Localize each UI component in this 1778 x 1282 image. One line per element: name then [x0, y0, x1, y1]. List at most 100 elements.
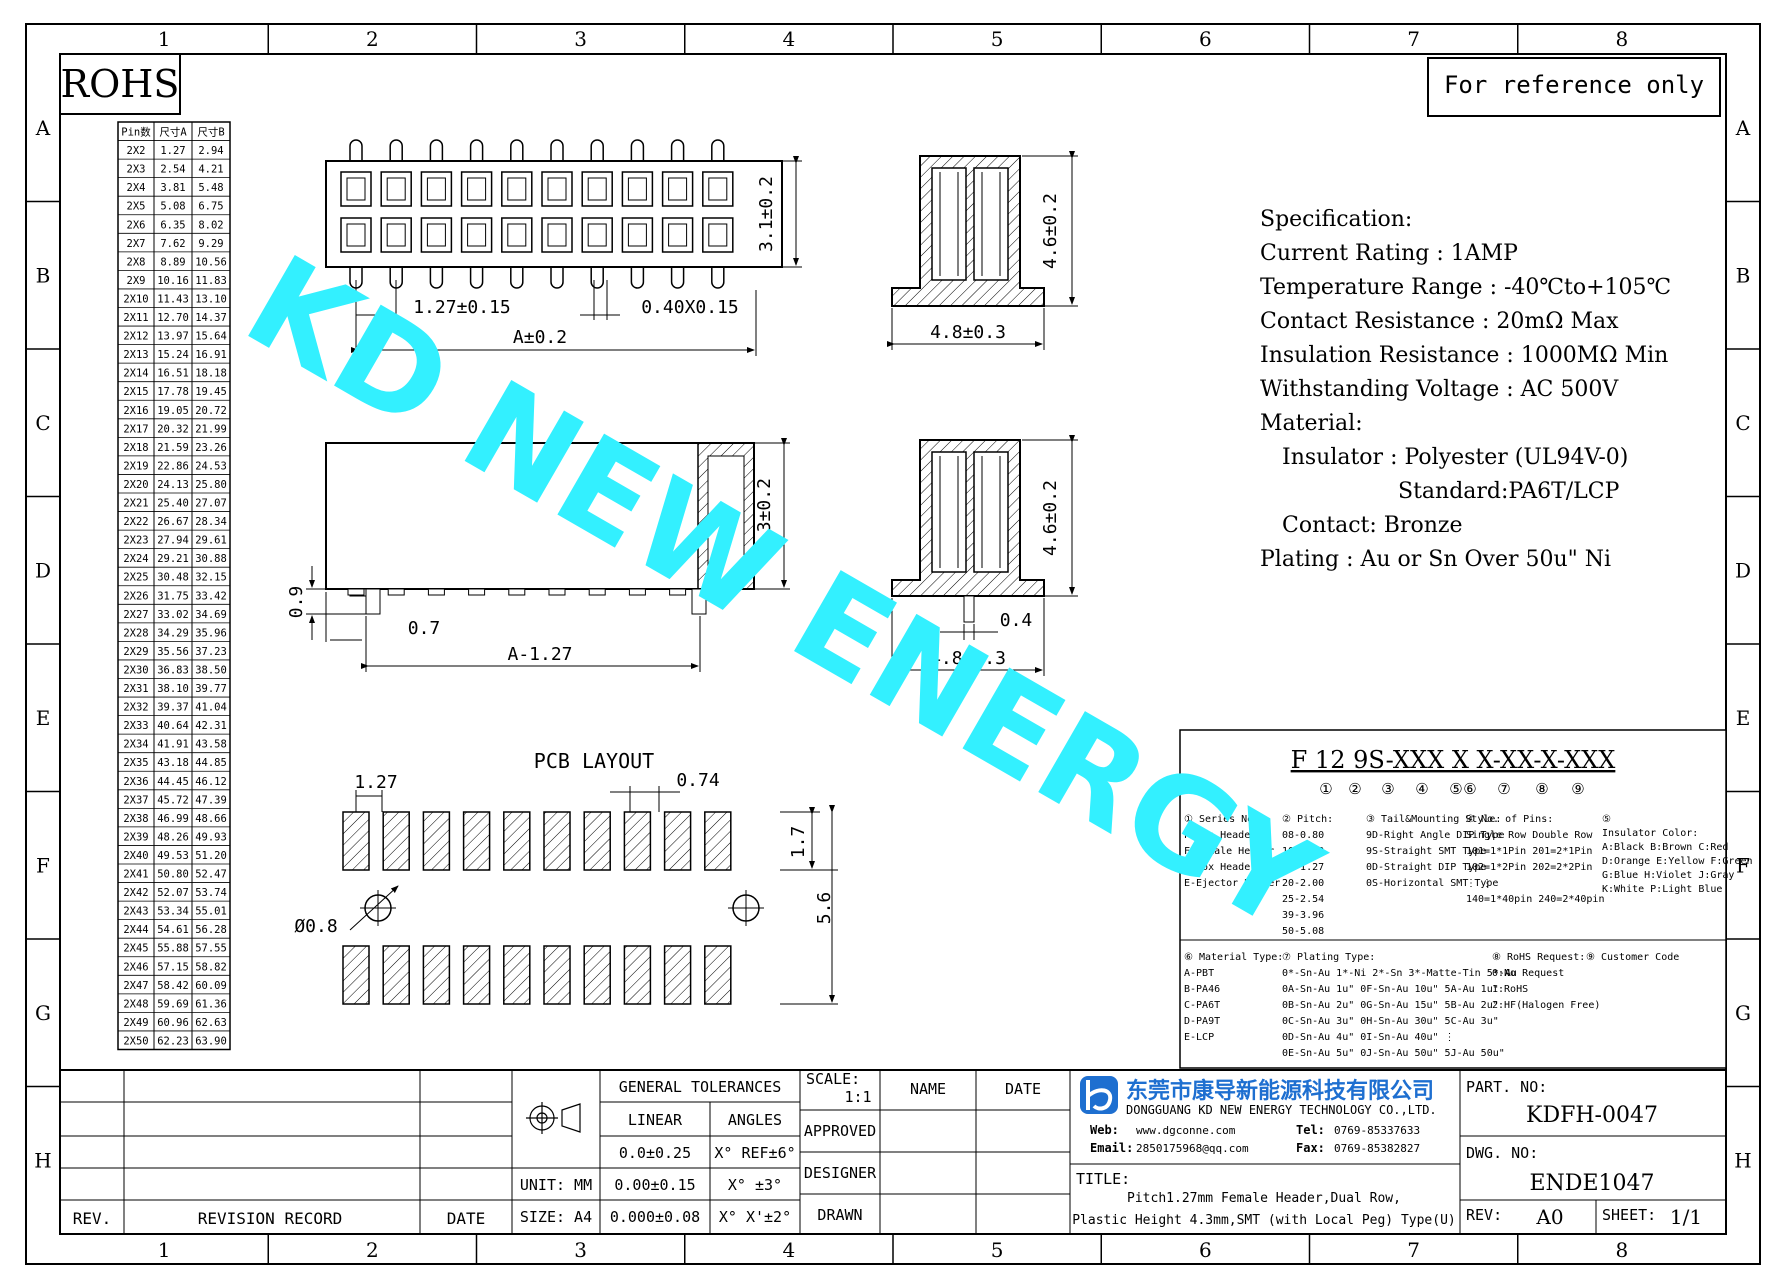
pin-table-cell: 2X45	[123, 943, 148, 955]
rohs-label: ROHS	[61, 62, 180, 106]
row-span-dim: 5.6	[814, 892, 835, 925]
pin-table-cell: 11.83	[195, 275, 227, 287]
legend-style: ③ Tail&Mounting Style:	[1366, 814, 1501, 825]
pin-table-cell: 28.34	[195, 516, 227, 528]
part-code: F 12 9S-XXX X X-XX-X-XXX	[1291, 746, 1616, 774]
front-height-dim: 4.3±0.2	[754, 478, 775, 554]
rev-label: REV:	[1466, 1206, 1502, 1224]
legend-rohs: ⑧ RoHS Request:	[1492, 952, 1585, 963]
pin-table-cell: 2X24	[123, 553, 148, 565]
legend-material: C-PA6T	[1184, 1000, 1220, 1011]
pin-table-cell: 43.18	[157, 757, 189, 769]
zone-row-right-C: C	[1735, 411, 1750, 435]
pin-table-cell: 59.69	[157, 998, 189, 1010]
legend-pins: ④ No. of Pins:	[1466, 814, 1553, 825]
zone-col-top-7: 7	[1407, 27, 1420, 51]
legend-plating: 0B-Sn-Au 2u" 0G-Sn-Au 15u" 5B-Au 2u"	[1282, 1000, 1499, 1011]
sheet-label: SHEET:	[1602, 1206, 1656, 1224]
pad-height-dim: 1.7	[788, 826, 809, 859]
general-tolerances: GENERAL TOLERANCES	[619, 1078, 782, 1096]
zone-row-left-H: H	[34, 1148, 51, 1172]
zone-col-bottom-7: 7	[1407, 1238, 1420, 1262]
pcb-pitch-dim: 1.27	[354, 772, 397, 793]
pin-table-cell: 23.26	[195, 442, 227, 454]
zone-row-right-B: B	[1736, 263, 1751, 287]
legend-series: B-Box Header	[1184, 862, 1256, 873]
peg-span-dim: A-1.27	[507, 644, 572, 665]
zone-col-bottom-8: 8	[1616, 1238, 1629, 1262]
legend-pins: 101=1*1Pin 201=2*1Pin	[1466, 846, 1592, 857]
pin-table-cell: 2X17	[123, 423, 148, 435]
part-no-label: PART. NO:	[1466, 1078, 1547, 1096]
tol-linear-1: 0.0±0.25	[619, 1144, 691, 1162]
pin-table-cell: 2X12	[123, 331, 148, 343]
pin-table-cell: 57.55	[195, 943, 227, 955]
pin-table-cell: 21.99	[195, 423, 227, 435]
pin-table-cell: 54.61	[157, 924, 189, 936]
fax-value: 0769-85382827	[1334, 1142, 1420, 1155]
pin-table-cell: 8.89	[160, 256, 185, 268]
part-code-marker: ⑥	[1463, 780, 1476, 798]
legend-rohs: 1:RoHS	[1492, 984, 1528, 995]
part-no-value: KDFH-0047	[1526, 1103, 1658, 1128]
side-view-top: 4.6±0.2 4.8±0.3	[887, 151, 1078, 350]
pin-table-cell: 62.23	[157, 1035, 189, 1047]
legend-style: 9D-Right Angle DIP Type	[1366, 830, 1504, 841]
part-code-marker: ⑧	[1535, 780, 1548, 798]
rev-header: REV.	[73, 1209, 112, 1228]
top-view: 3.1±0.2 1.27±0.15 0.40X0.15 A±0.2	[325, 139, 802, 356]
pin-table-cell: 57.15	[157, 961, 189, 973]
tol-angle-1: X° REF±6°	[714, 1144, 795, 1162]
legend-series: F-Female Header	[1184, 846, 1274, 857]
legend-style: 0D-Straight DIP Type	[1366, 862, 1486, 873]
pin-table-cell: 2.94	[198, 145, 223, 157]
zone-col-top-8: 8	[1616, 27, 1629, 51]
angles-header: ANGLES	[728, 1111, 782, 1129]
pin-table-cell: 11.43	[157, 293, 189, 305]
pin-table-cell: 48.66	[195, 813, 227, 825]
zone-col-bottom-3: 3	[574, 1238, 587, 1262]
side-view-bottom: 4.6±0.2 0.4 4.8±0.3	[887, 435, 1078, 676]
pin-table-cell: 7.62	[160, 238, 185, 250]
pin-table-cell: 2X20	[123, 479, 148, 491]
pin-table-cell: 29.21	[157, 553, 189, 565]
zone-col-bottom-5: 5	[991, 1238, 1004, 1262]
legend-pitch: 20-2.00	[1282, 878, 1324, 889]
pin-table-cell: 20.72	[195, 405, 227, 417]
zone-row-right-D: D	[1735, 558, 1751, 582]
fax-label: Fax:	[1296, 1141, 1325, 1155]
pin-width-dim: 0.40X0.15	[641, 297, 739, 318]
peg-offset-dim: 0.7	[408, 618, 441, 639]
pin-table-cell: 53.74	[195, 887, 227, 899]
pin-table-cell: 61.36	[195, 998, 227, 1010]
legend-material: D-PA9T	[1184, 1016, 1220, 1027]
pin-table-cell: 35.56	[157, 646, 189, 658]
pin-table-cell: 53.34	[157, 906, 189, 918]
length-a-dim: A±0.2	[513, 327, 567, 348]
side-height-dim-1: 4.6±0.2	[1040, 193, 1061, 269]
pin-table-cell: 44.85	[195, 757, 227, 769]
pin-table-cell: 2X34	[123, 739, 148, 751]
pin-table-cell: 10.16	[157, 275, 189, 287]
legend-color: A:Black B:Brown C:Red	[1602, 842, 1728, 853]
zone-row-right-E: E	[1736, 706, 1751, 730]
pin-table-cell: 41.91	[157, 739, 189, 751]
spec-line-10: Plating : Au or Sn Over 50u" Ni	[1260, 547, 1611, 572]
pin-table-header: Pin数	[121, 126, 151, 139]
pin-table-cell: 62.63	[195, 1017, 227, 1029]
pin-table-cell: 2X8	[127, 256, 146, 268]
pin-table-cell: 5.08	[160, 201, 185, 213]
pin-table-cell: 2X11	[123, 312, 148, 324]
pin-table-cell: 2X32	[123, 702, 148, 714]
pin-table-cell: 25.80	[195, 479, 227, 491]
legend-pitch: ② Pitch:	[1282, 814, 1333, 825]
pin-table-header: 尺寸B	[197, 126, 224, 139]
company-name-en: DONGGUANG KD NEW ENERGY TECHNOLOGY CO.,L…	[1126, 1103, 1437, 1117]
pin-table-cell: 60.09	[195, 980, 227, 992]
zone-col-top-2: 2	[366, 27, 379, 51]
spec-line-9: Contact: Bronze	[1282, 513, 1462, 538]
part-code-marker: ⑦	[1497, 780, 1510, 798]
pin-table-cell: 2X23	[123, 535, 148, 547]
dwg-no-value: ENDE1047	[1530, 1171, 1655, 1196]
legend-plating: 0E-Sn-Au 5u" 0J-Sn-Au 50u" 5J-Au 50u"	[1282, 1048, 1505, 1059]
